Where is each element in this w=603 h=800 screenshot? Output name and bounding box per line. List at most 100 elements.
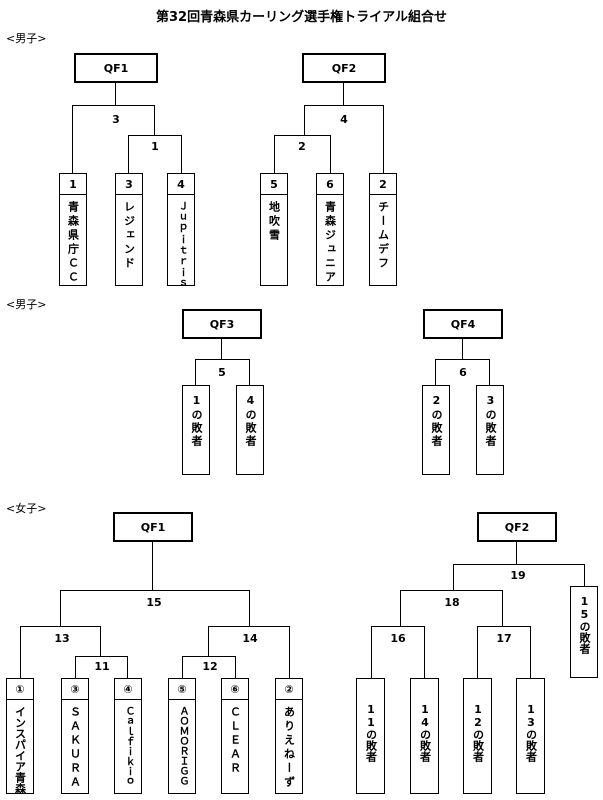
women-match-12: 12 <box>202 660 218 673</box>
bracket-line <box>383 105 384 173</box>
bracket-line <box>489 359 490 385</box>
men-team-box: 4 Ｊｕｐｉｔｒｉｓ <box>167 173 195 289</box>
section-label-men-2: <男子> <box>6 298 47 311</box>
loser-label: 15の敗者 <box>578 595 591 654</box>
men-qf2-match-4: 4 <box>340 113 348 126</box>
bracket-line <box>584 564 585 586</box>
team-seed: ④ <box>115 679 141 700</box>
team-name: チームデフ <box>376 201 390 271</box>
bracket-line <box>195 359 250 360</box>
men-team-box: 1 青森県庁ＣＣ <box>59 173 87 286</box>
bracket-line <box>75 656 76 678</box>
loser-box: 13の敗者 <box>516 678 545 794</box>
women-match-17: 17 <box>496 632 512 645</box>
bracket-line <box>182 656 183 678</box>
page-title: 第32回青森県カーリング選手権トライアル組合せ <box>156 10 447 25</box>
team-name: Ｊｕｐｉｔｒｉｓ <box>176 201 187 289</box>
team-name: 地吹雪 <box>267 201 281 243</box>
bracket-line <box>20 626 101 627</box>
men-qf2-match-2: 2 <box>298 140 306 153</box>
men-qf1-match-1: 1 <box>151 140 159 153</box>
men-qf3-header: QF3 <box>182 309 262 339</box>
bracket-line <box>435 359 490 360</box>
team-seed: 3 <box>116 174 142 195</box>
bracket-line <box>530 626 531 678</box>
women-match-13: 13 <box>54 632 70 645</box>
bracket-line <box>235 656 236 678</box>
bracket-line <box>435 359 436 385</box>
bracket-line <box>400 590 503 591</box>
bracket-line <box>195 359 196 385</box>
bracket-line <box>343 83 344 105</box>
bracket-line <box>371 626 425 627</box>
bracket-line <box>221 339 222 359</box>
team-seed: ① <box>7 679 33 700</box>
loser-box: 12の敗者 <box>463 678 492 794</box>
bracket-line <box>115 83 116 105</box>
loser-box: 4の敗者 <box>236 385 264 475</box>
bracket-line <box>477 626 531 627</box>
bracket-line <box>502 590 503 626</box>
men-team-box: 5 地吹雪 <box>260 173 288 286</box>
loser-label: 3の敗者 <box>484 394 497 448</box>
women-match-16: 16 <box>390 632 406 645</box>
loser-label: 14の敗者 <box>418 703 432 762</box>
bracket-line <box>152 542 153 590</box>
team-seed: ③ <box>62 679 88 700</box>
bracket-line <box>424 626 425 678</box>
loser-box: 14の敗者 <box>410 678 439 794</box>
bracket-line <box>462 339 463 359</box>
men-team-box: 3 レジェンド <box>115 173 143 286</box>
team-name: 青森ジュニア <box>323 201 337 285</box>
women-match-15: 15 <box>146 596 162 609</box>
bracket-line <box>128 135 129 173</box>
team-seed: 4 <box>168 174 194 195</box>
women-match-18: 18 <box>444 596 460 609</box>
bracket-line <box>453 564 454 590</box>
bracket-line <box>289 626 290 678</box>
team-seed: ② <box>276 679 302 700</box>
team-name: ありえねーず <box>282 706 296 790</box>
bracket-line <box>127 656 128 678</box>
women-qf1-header: QF1 <box>113 512 193 542</box>
team-name: ＳＡＫＵＲＡ <box>68 706 82 790</box>
bracket-line <box>128 135 182 136</box>
women-team-box: ⑤ ＡＯＭＯＲＩＧＧ <box>168 678 196 794</box>
loser-label: 12の敗者 <box>471 703 485 762</box>
loser-box: 15の敗者 <box>570 586 598 678</box>
bracket-line <box>181 135 182 173</box>
women-team-box: ④ Ｃａｌｆｉｋｉｏ <box>114 678 142 794</box>
loser-label: 1の敗者 <box>190 394 203 448</box>
bracket-line <box>72 105 155 106</box>
women-match-19: 19 <box>510 569 526 582</box>
men-qf4-header: QF4 <box>423 309 503 339</box>
bracket-line <box>274 135 275 173</box>
team-name: 青森県庁ＣＣ <box>66 201 80 285</box>
bracket-line <box>477 626 478 678</box>
loser-label: 11の敗者 <box>364 703 378 762</box>
bracket-line <box>516 542 517 564</box>
men-qf4-match-6: 6 <box>459 366 467 379</box>
bracket-line <box>208 626 209 656</box>
team-seed: 5 <box>261 174 287 195</box>
team-seed: 6 <box>317 174 343 195</box>
loser-label: 2の敗者 <box>430 394 443 448</box>
bracket-line <box>60 590 250 591</box>
men-qf2-header: QF2 <box>302 53 386 83</box>
team-name: レジェンド <box>122 201 136 271</box>
section-label-women: <女子> <box>6 502 47 515</box>
team-name: ＡＯＭＯＲＩＧＧ <box>177 706 188 786</box>
team-name: ＣＬＥＡＲ <box>228 706 242 776</box>
team-seed: 2 <box>370 174 396 195</box>
women-match-11: 11 <box>94 660 110 673</box>
women-qf2-header: QF2 <box>477 512 557 542</box>
women-team-box: ② ありえねーず <box>275 678 303 794</box>
bracket-line <box>304 105 305 135</box>
team-seed: 1 <box>60 174 86 195</box>
bracket-line <box>154 105 155 135</box>
bracket-line <box>249 359 250 385</box>
bracket-line <box>182 656 236 657</box>
loser-label: 4の敗者 <box>244 394 257 448</box>
loser-label: 13の敗者 <box>524 703 538 762</box>
bracket-line <box>72 105 73 173</box>
